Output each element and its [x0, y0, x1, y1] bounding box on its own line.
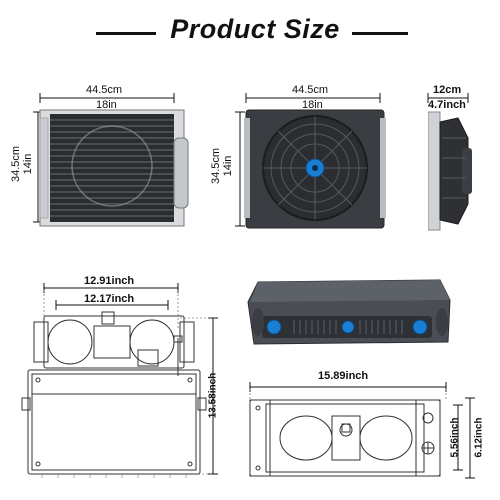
fan-width-in: 18in	[302, 99, 323, 111]
fan-height-in: 14in	[222, 155, 234, 177]
fan-unit-image	[244, 109, 386, 229]
evaporator-drawing-top	[21, 311, 207, 478]
side-depth-in: 4.7inch	[428, 99, 466, 111]
title-rule-right	[352, 32, 408, 35]
condenser-width-cm: 44.5cm	[86, 84, 123, 96]
title-rule-left	[96, 32, 156, 35]
condenser-width-in: 18in	[96, 99, 117, 111]
evaporator-image	[247, 279, 451, 345]
evaporator-inner-width: 12.17inch	[84, 293, 135, 305]
evaporator-outer-width: 12.91inch	[84, 275, 135, 287]
bottom-unit-width: 15.89inch	[318, 370, 369, 382]
condenser-height-cm: 34.5cm	[10, 145, 22, 183]
bottom-unit-height-inner: 5.56inch	[449, 417, 461, 458]
side-view-image	[428, 111, 472, 231]
page-title: Product Size	[170, 14, 340, 44]
fan-width-cm: 44.5cm	[292, 84, 329, 96]
side-depth-cm: 12cm	[433, 84, 462, 96]
fan-height-cm: 34.5cm	[210, 147, 222, 185]
evaporator-height: 13.58inch	[207, 372, 219, 419]
title-block: Product Size	[0, 14, 500, 50]
evaporator-drawing-bottom	[249, 399, 441, 477]
condenser-image	[39, 109, 189, 227]
bottom-unit-height-outer: 6.12inch	[473, 417, 485, 458]
condenser-height-in: 14in	[22, 153, 34, 175]
